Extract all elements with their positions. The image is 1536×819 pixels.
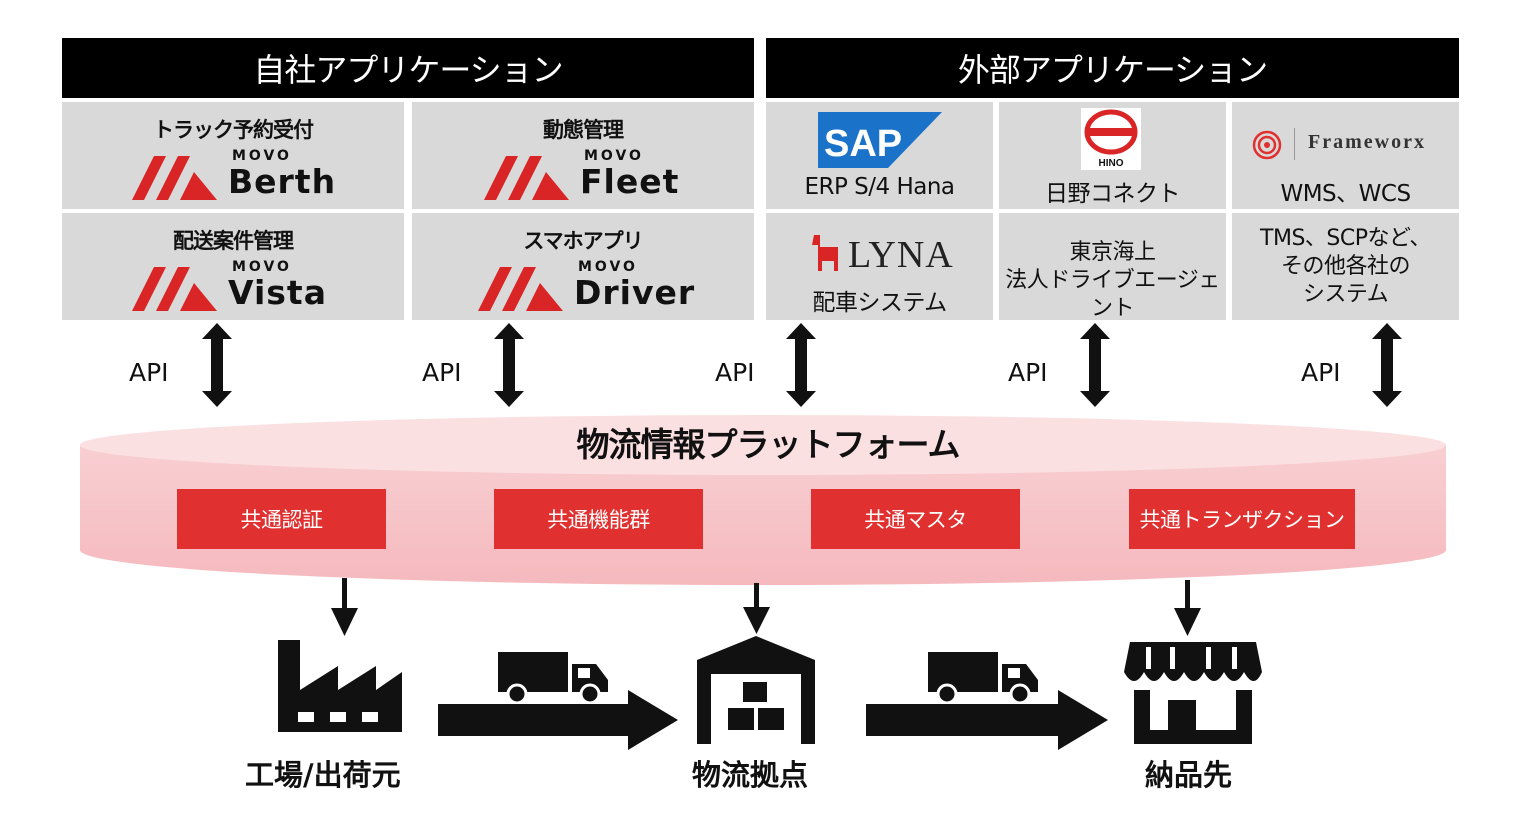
external-app-hino: HINO 日野コネクト [999,102,1226,209]
brand-label: MOVO [232,259,292,275]
external-app-frameworx: Frameworx WMS、WCS [1232,102,1459,209]
movo-vista-logo: MOVO Vista [132,257,352,312]
movo-berth-logo: MOVO Berth [132,146,352,201]
hino-label: 日野コネクト [1045,181,1181,207]
internal-app-berth: トラック予約受付 MOVO Berth [62,102,404,209]
external-app-tokio-marine: 東京海上 法人ドライブエージェント [999,213,1226,321]
flow-arrow-icon [866,690,1108,750]
brand-label: MOVO [232,148,292,164]
movo-fleet-logo: MOVO Fleet [484,146,704,201]
down-arrow-icon [743,583,770,634]
product-label: Berth [228,162,337,201]
internal-app-fleet: 動態管理 MOVO Fleet [412,102,754,209]
internal-apps-header: 自社アプリケーション [62,38,754,98]
svg-text:HINO: HINO [1099,158,1124,169]
module-common-master: 共通マスタ [811,489,1020,549]
down-arrow-icon [1174,580,1201,636]
destination-store: 納品先 [1145,758,1233,792]
app-category: 配送案件管理 [173,229,294,253]
api-label-1: API [129,358,169,387]
truck-icon [928,652,1038,705]
brand-label: MOVO [584,148,644,164]
truck-icon [498,652,608,705]
sap-logo: SAP [818,112,942,168]
destination-factory: 工場/出荷元 [245,758,401,792]
external-app-sap: SAP ERP S/4 Hana [766,102,993,209]
others-label-line1: TMS、SCPなど、 [1260,226,1431,251]
frameworx-label: WMS、WCS [1280,181,1411,207]
warehouse-icon [697,636,815,744]
external-app-others: TMS、SCPなど、 その他各社の システム [1232,213,1459,320]
app-category: 動態管理 [543,118,624,142]
product-label: Driver [574,273,696,312]
external-apps-header: 外部アプリケーション [766,38,1459,98]
lyna-logo-text: LYNA [848,234,954,276]
movo-driver-logo: MOVO Driver [478,257,708,312]
brand-label: MOVO [578,259,638,275]
tokio-label-line1: 東京海上 [1069,240,1156,265]
module-common-functions: 共通機能群 [494,489,703,549]
svg-text:SAP: SAP [824,123,902,165]
api-label-5: API [1301,358,1341,387]
sap-label: ERP S/4 Hana [804,174,955,200]
api-label-4: API [1008,358,1048,387]
frameworx-divider [1294,128,1295,160]
internal-app-vista: 配送案件管理 MOVO Vista [62,213,404,320]
flow-arrow-icon [438,690,678,750]
external-app-lyna: LYNA 配車システム [766,213,993,320]
api-label-2: API [422,358,462,387]
store-icon [1124,642,1262,744]
internal-app-driver: スマホアプリ MOVO Driver [412,213,754,320]
frameworx-logo-icon [1252,130,1282,160]
hino-logo: HINO [1081,108,1141,170]
api-label-3: API [715,358,755,387]
down-arrow-icon [331,578,358,636]
app-category: トラック予約受付 [153,118,314,142]
frameworx-logo-text: Frameworx [1308,131,1426,153]
others-label-line2: その他各社の [1280,254,1411,279]
factory-icon [278,640,402,732]
others-label-line3: システム [1302,282,1389,307]
product-label: Vista [228,273,327,312]
lyna-llama-icon [812,235,838,271]
module-common-transaction: 共通トランザクション [1129,489,1355,549]
app-category: スマホアプリ [523,229,643,253]
platform-title: 物流情報プラットフォーム [576,425,960,464]
destination-hub: 物流拠点 [692,758,809,792]
product-label: Fleet [580,162,680,201]
module-common-auth: 共通認証 [177,489,386,549]
tokio-label-line2: 法人ドライブエージェント [1005,268,1220,321]
lyna-label: 配車システム [812,290,947,316]
